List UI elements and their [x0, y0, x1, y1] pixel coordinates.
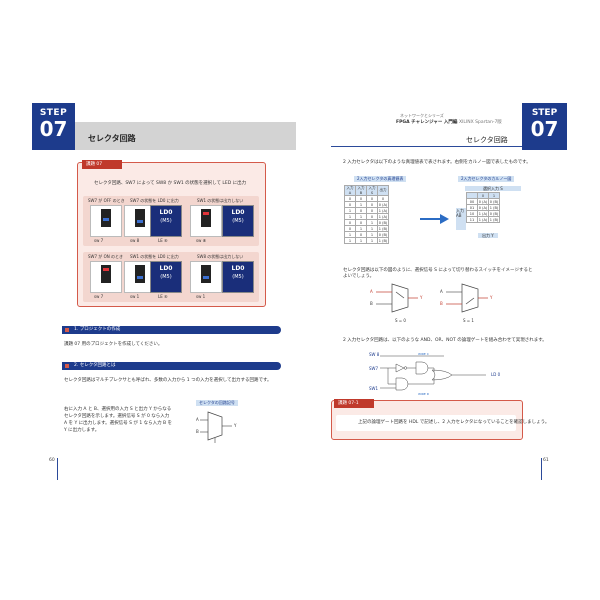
title-rule: [331, 146, 522, 147]
sw-label: sw 1: [130, 294, 140, 299]
task-description: セレクタ回路、SW7 によって SW8 か SW1 の状態を選択して LED に…: [94, 181, 247, 186]
para-line: A を Y に出力します。選択信号 S が 1 なら入力 B を: [64, 421, 173, 426]
kmap-header: 選択入力 S: [465, 186, 521, 191]
svg-text:Y: Y: [489, 295, 493, 300]
para-line: 右に入力 A と B、選択用の入力 S と出力 Y からなる: [64, 407, 172, 412]
row1-label-a: SW7 が OFF のとき: [88, 198, 125, 203]
section-header-1: 1. プロジェクトの作成: [62, 326, 281, 334]
symbol-caption: セレクタの回路記号: [196, 400, 238, 406]
karnaugh-caption: 2入力セレクタのカルノー図: [458, 176, 515, 182]
page-rule-left: [57, 458, 58, 480]
row1-label-b: SW7 の状態を LD0 に出力: [130, 198, 179, 203]
step-badge-right: STEP 07: [522, 103, 567, 150]
kmap-foot: 出力 Y: [478, 233, 498, 238]
kmap-side: 入力 AB: [456, 208, 466, 230]
page-number-left: 60: [49, 458, 55, 463]
arrow-right-icon: [420, 214, 449, 224]
svg-text:A: A: [440, 289, 443, 294]
svg-text:Y: Y: [419, 295, 423, 300]
task-inner-right: [336, 415, 516, 431]
step-label: STEP: [39, 108, 68, 118]
row1-label-c: SW1 の状態は出力しない: [197, 198, 244, 203]
row2-label-c: SW8 の状態は出力しない: [197, 254, 244, 259]
section2-text: セレクタ回路はマルチプレクサとも呼ばれ、多数の入力から 1 つの入力を選択して出…: [64, 378, 272, 383]
task-tab-right: 課題 07-1: [334, 399, 374, 408]
page-rule-right: [541, 458, 542, 480]
logic-gate-diagram: [380, 355, 486, 391]
switch-card: [190, 205, 222, 237]
gate-text: 2 入力セレクタ回路は、以下のような AND、OR、NOT の論理ゲートを組み合…: [343, 338, 547, 343]
section1-text: 課題 07 用のプロジェクトを作成してください。: [64, 342, 163, 347]
switch-card: [90, 261, 122, 293]
gate-label: SW 8: [369, 352, 380, 357]
series-name: ネットワークとシリーズ: [400, 113, 444, 118]
led-card: LD0(M5): [222, 261, 254, 293]
sel0-label: S = 0: [395, 318, 406, 323]
gate-label: WIRE D: [418, 392, 430, 396]
sw-label: sw 7: [94, 238, 104, 243]
sw-label: LE ⑥: [158, 238, 168, 243]
gate-label: SW1: [369, 386, 379, 391]
sw-label: sw ⑧: [196, 238, 207, 243]
sw-label: sw 8: [130, 238, 140, 243]
row2-label-b: SW1 の状態を LD0 に出力: [130, 254, 179, 259]
task-text-right: 上記の論理ゲート回路を HDL で記述し、2 入力セレクタになっていることを確認…: [358, 420, 550, 425]
intro-text: 2 入力セレクタは以下のような真理値表で表されます。右側をカルノー図で表したもの…: [343, 160, 531, 165]
sel1-label: S = 1: [463, 318, 474, 323]
switch-diagrams: A B Y A B Y: [370, 283, 493, 313]
svg-text:B: B: [196, 429, 199, 434]
section-header-2: 2. セレクタ回路とは: [62, 362, 281, 370]
page-title-right: セレクタ回路: [466, 136, 508, 144]
gate-label: WIRE C: [418, 352, 429, 356]
row2-label-a: SW7 が ON のとき: [88, 254, 123, 259]
switch-text: セレクタ回路は以下の図のように、選択信号 S によって切り替わるスイッチをイメー…: [343, 268, 533, 279]
svg-text:A: A: [196, 417, 199, 422]
gate-label: SW7: [369, 366, 379, 371]
title-band-left: [75, 122, 296, 150]
gate-label: LD 0: [491, 372, 501, 377]
para-line: セレクタ回路を示します。選択信号 S が 0 なら入力: [64, 414, 170, 419]
mux-symbol: A B Y: [196, 411, 237, 443]
truth-table-caption: 2入力セレクタの真理値表: [354, 176, 407, 182]
sw-label: LE ⑥: [158, 294, 168, 299]
step-number: 07: [39, 117, 68, 141]
led-card: LD0(M5): [150, 261, 182, 293]
page-number-right: 61: [543, 458, 549, 463]
svg-text:B: B: [440, 301, 443, 306]
svg-text:Y: Y: [233, 423, 237, 428]
led-card: LD0(M5): [222, 205, 254, 237]
svg-text:A: A: [370, 289, 373, 294]
book-title: FPGA チャレンジャー 入門編 XILINX Spartan-7版: [396, 120, 502, 125]
switch-card: [90, 205, 122, 237]
para-line: Y に出力します。: [64, 428, 100, 433]
led-card: LD0(M5): [150, 205, 182, 237]
svg-text:B: B: [370, 301, 373, 306]
sw-label: sw 7: [94, 294, 104, 299]
switch-card: [190, 261, 222, 293]
step-badge-left: STEP 07: [32, 103, 75, 150]
task-tab-left: 課題 07: [82, 160, 122, 169]
page-title-left: セレクタ回路: [88, 134, 136, 143]
sw-label: sw 1: [196, 294, 206, 299]
